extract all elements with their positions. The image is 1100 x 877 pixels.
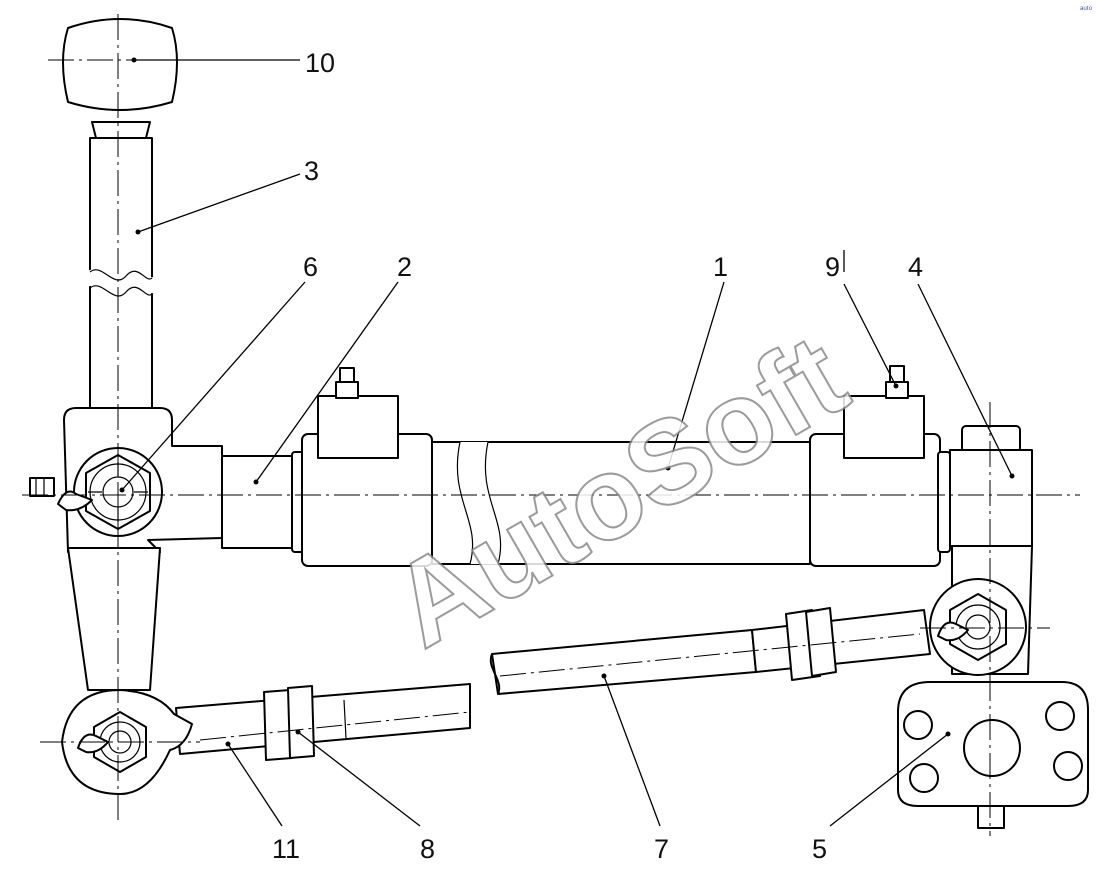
grease-nipple-left: [29, 477, 55, 497]
lower-fitting: [977, 805, 1005, 829]
lower-arm: [67, 547, 161, 691]
lever-handle: [62, 18, 178, 411]
callout-1: 1: [713, 252, 728, 282]
corner-mark: ᵃᵘᵗᵒ: [1080, 4, 1093, 14]
callout-2: 2: [397, 252, 412, 282]
bracket-4: [949, 449, 1033, 547]
callout-10: 10: [305, 48, 335, 78]
knob-10: [62, 18, 178, 111]
rod-7-assembly: [489, 607, 931, 695]
leader-lines: [119, 57, 1015, 827]
knob-collar: [91, 121, 151, 139]
cylinder-assembly: [221, 365, 951, 567]
callout-5: 5: [812, 834, 827, 864]
rod-11-assembly: [61, 683, 471, 795]
callout-4: 4: [908, 252, 923, 282]
upper-bracket: [29, 407, 223, 691]
callout-9: 9: [825, 252, 840, 282]
right-lug: [843, 395, 925, 459]
rod-11: [175, 683, 471, 755]
center-lines: [22, 14, 1080, 836]
callout-6: 6: [303, 252, 318, 282]
right-bracket: [897, 425, 1089, 829]
rod-7: [491, 629, 757, 695]
callout-labels: 10 3 6 2 1 9 4 11 8 7 5: [272, 48, 923, 864]
bolt-head: [961, 425, 1021, 453]
callout-11: 11: [272, 834, 300, 864]
mounting-hole: [963, 719, 1021, 777]
left-lug: [317, 395, 399, 459]
piston-rod-2: [221, 455, 297, 549]
callout-7: 7: [654, 834, 669, 864]
callout-3: 3: [304, 156, 319, 186]
callout-8: 8: [420, 834, 435, 864]
grease-fitting-left: [335, 381, 359, 399]
